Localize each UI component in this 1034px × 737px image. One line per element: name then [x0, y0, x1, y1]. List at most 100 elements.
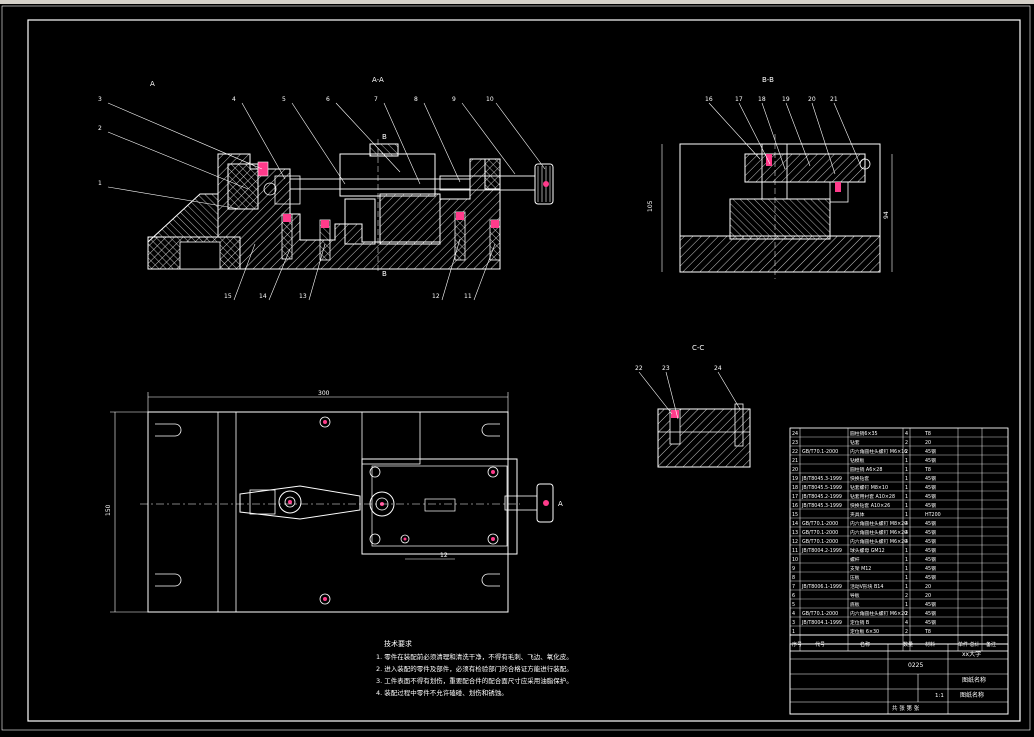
bom-cell: JB/T8045.3-1999 — [801, 476, 842, 482]
drawing-svg: A A-A B-B C-C — [1, 5, 1031, 731]
bom-cell: 钻模板 — [850, 457, 865, 464]
bom-cell: 1 — [905, 575, 908, 581]
bom-cell: 19 — [792, 476, 798, 482]
plan-view: 300 150 12 A — [105, 390, 563, 613]
callout-17: 17 — [735, 96, 743, 103]
bom-cell: 1 — [905, 566, 908, 572]
section-mark-b-bottom: B — [382, 270, 387, 278]
dim-105: 105 — [647, 200, 654, 212]
bom-cell: 1 — [905, 485, 908, 491]
callout-22: 22 — [635, 365, 643, 372]
bom-cell: 压板 — [850, 574, 860, 581]
bom-cell: 钻套用衬套 A10×28 — [850, 493, 895, 500]
bom-cell: 14 — [792, 521, 798, 527]
bom-cell: 1 — [905, 458, 908, 464]
bom-cell: 2 — [905, 440, 908, 446]
technical-notes: 技术要求 1. 零件在装配前必须清理和清洗干净，不得有毛刺、飞边、氧化皮。 2.… — [376, 639, 573, 697]
bom-cell: T8 — [924, 431, 931, 437]
bom-cell: 1 — [905, 584, 908, 590]
bom-cell: 2 — [905, 629, 908, 635]
bom-cell: 螺杆 — [850, 556, 860, 563]
bom-cell: JB/T8045.2-1999 — [801, 494, 842, 500]
note-line-3: 3. 工件表面不得有划伤，重要配合件的配合面尺寸应采用油脂保护。 — [376, 676, 573, 685]
bom-cell: 45钢 — [925, 556, 936, 563]
bom-cell: 4 — [905, 530, 908, 536]
cad-drawing-canvas[interactable]: A A-A B-B C-C — [0, 4, 1034, 733]
bom-cell: 23 — [792, 440, 798, 446]
bom-cell: 16 — [792, 503, 798, 509]
section-cc-view — [657, 403, 751, 468]
callout-6: 6 — [326, 96, 330, 103]
callout-16: 16 — [705, 96, 713, 103]
bom-cell: JB/T8004.2-1999 — [801, 548, 842, 554]
bom-cell: 9 — [792, 566, 795, 572]
bom-cell: 4 — [905, 431, 908, 437]
bom-cell: 21 — [792, 458, 798, 464]
view-label-a: A — [150, 80, 155, 88]
bom-cell: 圆柱销 A6×28 — [850, 466, 882, 473]
bom-cell: GB/T70.1-2000 — [802, 530, 838, 536]
bom-cell: 2 — [905, 593, 908, 599]
bom-cell: 2 — [905, 449, 908, 455]
bom-cell: 45钢 — [925, 520, 936, 527]
bom-cell: 45钢 — [925, 619, 936, 626]
callout-13: 13 — [299, 293, 307, 300]
callout-4: 4 — [232, 96, 236, 103]
bom-cell: 3 — [792, 620, 795, 626]
bom-cell: 17 — [792, 494, 798, 500]
drawing-name: 图纸名称 — [962, 676, 986, 684]
note-line-2: 2. 进入装配的零件及部件，必须有检验部门的合格证方能进行装配。 — [376, 664, 573, 673]
bom-cell: 45钢 — [925, 529, 936, 536]
callout-1: 1 — [98, 180, 102, 187]
scale: 1:1 — [935, 693, 944, 699]
bom-cell: 24 — [792, 431, 798, 437]
bom-cell: T8 — [924, 467, 931, 473]
bom-cell: 1 — [905, 557, 908, 563]
bom-cell: 10 — [792, 557, 798, 563]
bom-cell: 4 — [792, 611, 795, 617]
bom-cell: 圆柱销6×35 — [850, 430, 878, 437]
bom-cell: 45钢 — [925, 547, 936, 554]
bom-cell: GB/T70.1-2000 — [802, 611, 838, 617]
bom-cell: 1 — [905, 476, 908, 482]
bom-cell: 1 — [905, 548, 908, 554]
notes-title: 技术要求 — [384, 639, 412, 648]
drawing-number: 0225 — [908, 662, 923, 669]
bom-cell: 8 — [792, 575, 795, 581]
bom-cell: 1 — [905, 503, 908, 509]
bom-cell: 夹具体 — [850, 511, 865, 518]
bom-cell: GB/T70.1-2000 — [802, 449, 838, 455]
bom-cell: 钻套 — [850, 439, 860, 446]
title-block: 0225 xx大学 图纸名称 1:1 共 张 第 张 图纸名称 — [789, 643, 1009, 715]
bom-cell: 45钢 — [925, 574, 936, 581]
bom-cell: 钻套螺钉 M8×10 — [850, 484, 888, 491]
callout-21: 21 — [830, 96, 838, 103]
company-name: 图纸名称 — [960, 691, 984, 699]
bom-cell: 内六角圆柱头螺钉 M8×20 — [850, 520, 907, 527]
section-mark-b-top: B — [382, 133, 387, 141]
dim-300: 300 — [318, 390, 330, 397]
school-name: xx大学 — [962, 650, 981, 658]
bom-cell: 导板 — [850, 592, 860, 599]
callout-11: 11 — [464, 293, 472, 300]
bom-cell: 5 — [792, 602, 795, 608]
drawing-border — [27, 19, 1021, 722]
bom-cell: 45钢 — [925, 457, 936, 464]
bom-cell: JB/T8004.1-1999 — [801, 620, 842, 626]
bom-cell: 45钢 — [925, 610, 936, 617]
callout-10: 10 — [486, 96, 494, 103]
callout-3: 3 — [98, 96, 102, 103]
bom-cell: 内六角圆柱头螺钉 M6×20 — [850, 529, 907, 536]
callout-5: 5 — [282, 96, 286, 103]
bom-cell: 内六角圆柱头螺钉 M6×20 — [850, 610, 907, 617]
callout-24: 24 — [714, 365, 722, 372]
bom-cell: JB/T8006.1-1999 — [801, 584, 842, 590]
bom-cell: 20 — [925, 593, 931, 599]
bom-cell: 18 — [792, 485, 798, 491]
sheet-count: 共 张 第 张 — [892, 704, 920, 712]
bom-cell: 6 — [792, 593, 795, 599]
